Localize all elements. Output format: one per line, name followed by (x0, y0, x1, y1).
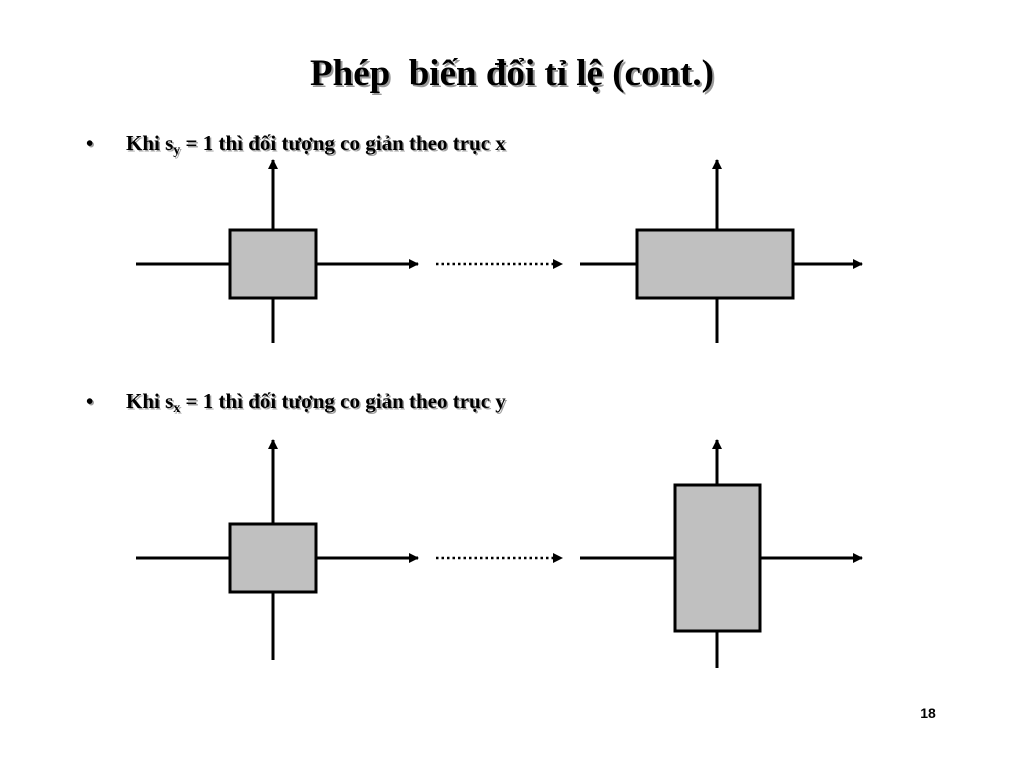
scaled-rect-x (635, 228, 795, 300)
bullet-marker: • (86, 389, 94, 413)
bullet-text-prefix: Khi s (126, 131, 174, 155)
bullet-text-suffix: = 1 thì đối tượng co giản theo trục y (180, 389, 506, 413)
bullet-subscript: y (173, 143, 181, 158)
slide-title: Phép biến đổi tỉ lệ (cont.) (310, 53, 714, 94)
diagram-2-scaled-y (580, 439, 863, 668)
diagram-2-original (136, 439, 419, 660)
diagram-1-original (136, 159, 419, 343)
bullet-text-prefix: Khi s (126, 389, 174, 413)
scaled-rect-y (673, 483, 762, 633)
bullet-scale-x: • Khi sy = 1 thì đối tượng co giản theo t… (86, 130, 506, 158)
original-square (228, 522, 318, 594)
diagram-1-scaled-x (580, 159, 863, 343)
bullet-marker: • (86, 131, 94, 155)
bullet-text-suffix: = 1 thì đối tượng co giản theo trục x (180, 131, 506, 155)
page-number: 18 (920, 705, 936, 721)
bullet-scale-y: • Khi sx = 1 thì đối tượng co giản theo t… (86, 388, 506, 416)
original-square (228, 228, 318, 300)
bullet-subscript: x (173, 401, 181, 416)
